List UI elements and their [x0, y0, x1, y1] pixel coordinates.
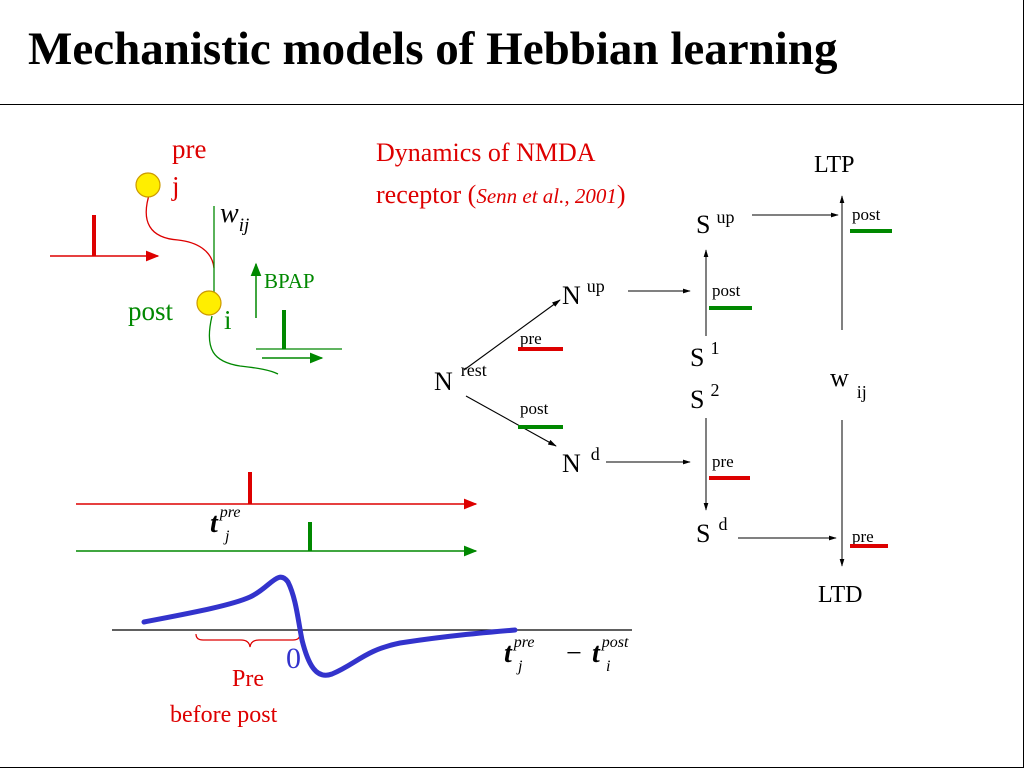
stdp-origin-label: 0 — [286, 642, 301, 675]
rest-to-up-arrow — [463, 299, 561, 371]
pre-label: pre — [172, 134, 206, 164]
post-label: post — [128, 296, 174, 326]
pre-index-label: j — [171, 171, 180, 201]
post-trigger-label: post — [520, 399, 549, 418]
nmda-heading-line2: receptor (Senn et al., 2001) — [376, 180, 626, 209]
neuron-diagram: pre j wij BPAP post i — [50, 134, 342, 375]
slide-title: Mechanistic models of Hebbian learning — [28, 23, 838, 75]
stdp-brace — [195, 633, 301, 648]
ltd-label: LTD — [818, 582, 862, 608]
pre-trigger-label: pre — [520, 329, 542, 348]
nup-post-label: post — [712, 281, 741, 300]
stdp-curve-line — [141, 574, 518, 678]
nmda-diagram: Dynamics of NMDA receptor (Senn et al., … — [376, 138, 892, 608]
ltp-label: LTP — [814, 152, 854, 178]
pre-axon — [145, 191, 215, 269]
pre-neuron-icon — [135, 172, 161, 198]
sd-pre-label: pre — [852, 527, 874, 546]
nmda-heading-line1: Dynamics of NMDA — [376, 138, 596, 167]
sup-post-label: post — [852, 205, 881, 224]
stdp-pre-label: Pre — [232, 666, 264, 692]
post-dendrite — [208, 315, 279, 375]
post-neuron-icon — [196, 290, 222, 316]
nd-pre-label: pre — [712, 452, 734, 471]
stdp-before-post-label: before post — [170, 702, 278, 728]
weight-label: wij — [220, 198, 249, 236]
title-divider — [0, 104, 1023, 105]
rest-to-d-arrow — [465, 395, 557, 447]
post-index-label: i — [224, 305, 232, 335]
bpap-label: BPAP — [264, 269, 315, 293]
